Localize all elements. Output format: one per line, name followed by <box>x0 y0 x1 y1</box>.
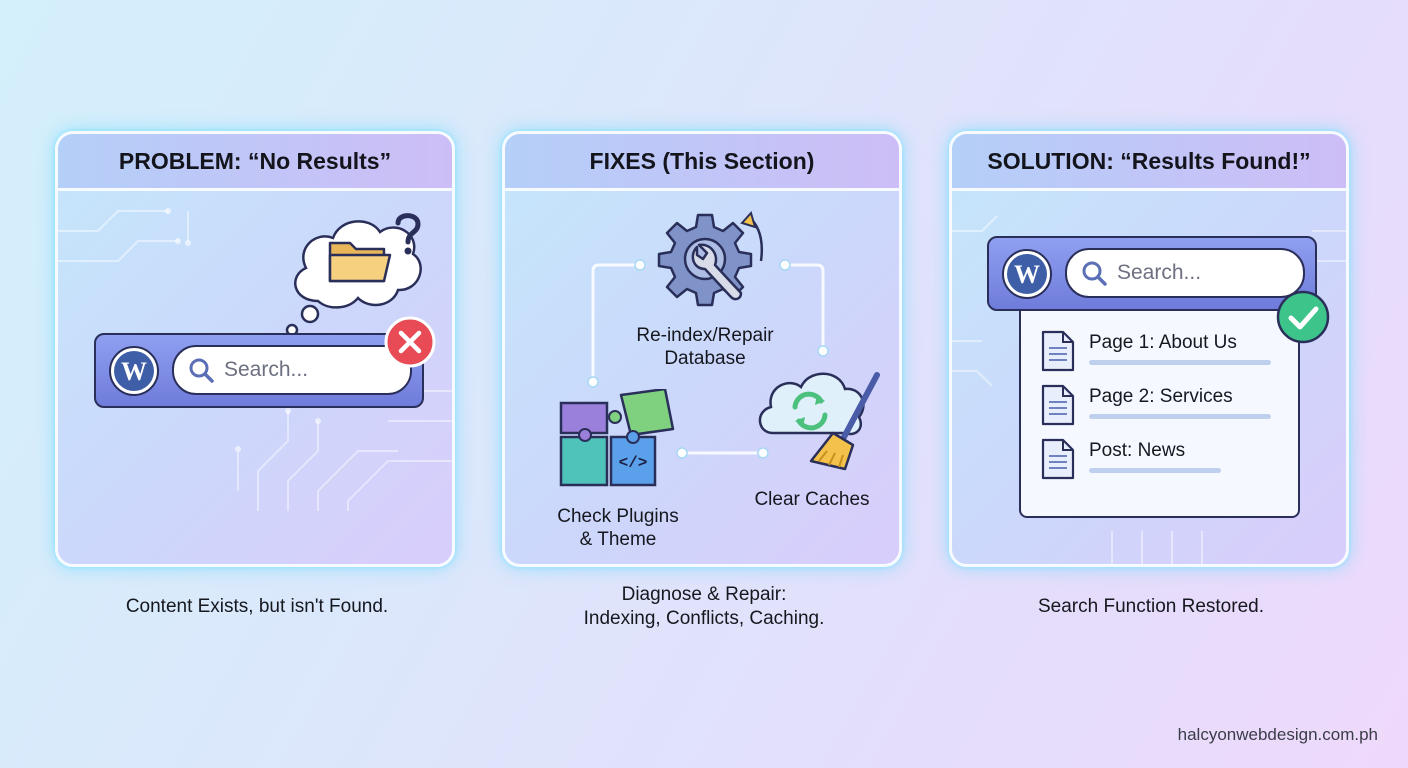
problem-panel-title: PROBLEM: “No Results” <box>58 134 452 191</box>
search-results-card: Page 1: About Us Page 2: Services Po <box>1019 296 1300 518</box>
result-snippet-bar <box>1089 414 1271 419</box>
error-x-icon <box>384 316 436 368</box>
fixes-caption-line2: Indexing, Conflicts, Caching. <box>583 608 825 629</box>
flow-connectors <box>587 259 829 459</box>
problem-panel: PROBLEM: “No Results” <box>55 131 455 567</box>
solution-panel: SOLUTION: “Results Found!” Page 1: About… <box>949 131 1349 567</box>
wordpress-logo-icon: W <box>1002 249 1052 299</box>
gear-wrench-icon <box>657 211 763 307</box>
fix-step-reindex: Re-index/Repair Database <box>615 324 795 370</box>
cloud-broom-icon <box>758 372 880 471</box>
search-result-label: Page 2: Services <box>1089 386 1233 407</box>
fix-step-plugins-line1: Check Plugins <box>557 506 679 527</box>
success-check-icon <box>1276 290 1330 344</box>
solution-search-bar: W Search... <box>987 236 1317 311</box>
solution-panel-body: Page 1: About Us Page 2: Services Po <box>952 191 1346 564</box>
solution-search-input[interactable]: Search... <box>1065 248 1305 298</box>
result-snippet-bar <box>1089 468 1221 473</box>
circuit-pattern-decoration <box>952 215 1346 564</box>
search-placeholder: Search... <box>224 358 309 381</box>
problem-search-input[interactable]: Search... <box>172 345 412 395</box>
solution-caption: Search Function Restored. <box>1037 596 1264 617</box>
footer-site-url: halcyonwebdesign.com.ph <box>1177 725 1378 744</box>
document-icon <box>1041 438 1075 480</box>
search-icon <box>1082 261 1107 286</box>
search-placeholder: Search... <box>1117 261 1202 284</box>
problem-caption: Content Exists, but isn't Found. <box>125 596 389 617</box>
fix-step-cache: Clear Caches <box>754 489 870 510</box>
document-icon <box>1041 330 1075 372</box>
folder-icon <box>328 241 392 283</box>
fix-step-reindex-line2: Database <box>664 348 746 369</box>
svg-text:W: W <box>1014 260 1040 289</box>
svg-text:</>: </> <box>619 454 648 472</box>
circuit-pattern-decoration <box>58 208 452 511</box>
fix-step-reindex-line1: Re-index/Repair <box>636 325 774 346</box>
fixes-panel-body: Re-index/Repair Database Clear Caches </… <box>505 191 899 564</box>
problem-panel-body: W Search... <box>58 191 452 564</box>
fixes-panel-title: FIXES (This Section) <box>505 134 899 191</box>
puzzle-code-icon: </> <box>559 389 675 487</box>
fix-step-plugins-line2: & Theme <box>579 529 657 550</box>
search-icon <box>189 358 214 383</box>
result-snippet-bar <box>1089 360 1271 365</box>
fix-step-plugins: Check Plugins & Theme <box>533 505 703 551</box>
search-result-label: Page 1: About Us <box>1089 332 1237 353</box>
fixes-panel: FIXES (This Section) Re-i <box>502 131 902 567</box>
wordpress-logo-icon: W <box>109 346 159 396</box>
fixes-caption: Diagnose & Repair: Indexing, Conflicts, … <box>494 583 914 631</box>
svg-text:W: W <box>121 357 147 386</box>
document-icon <box>1041 384 1075 426</box>
fixes-caption-line1: Diagnose & Repair: <box>621 584 787 605</box>
problem-search-bar: W Search... <box>94 333 424 408</box>
search-result-label: Post: News <box>1089 440 1186 461</box>
solution-panel-title: SOLUTION: “Results Found!” <box>952 134 1346 191</box>
question-mark-icon <box>395 213 421 255</box>
